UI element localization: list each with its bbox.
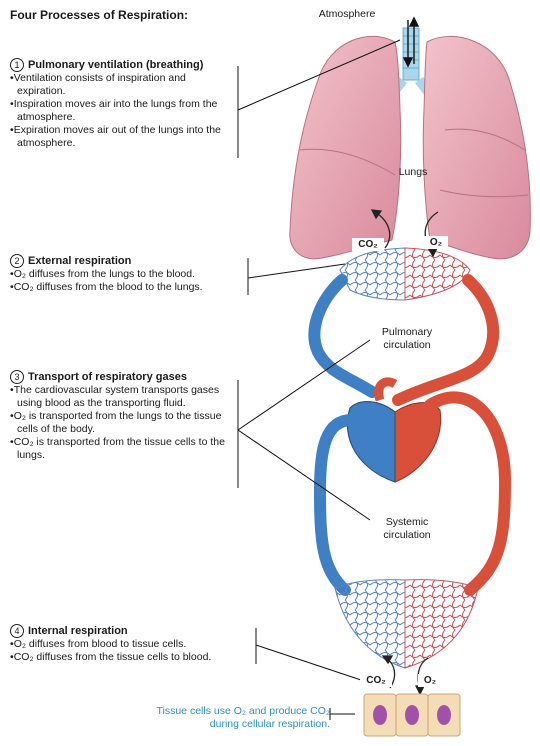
atmosphere-label: Atmosphere: [318, 8, 376, 20]
heart: [346, 377, 442, 483]
airflow-arrows: [402, 16, 420, 68]
bullet: Expiration moves air out of the lungs in…: [10, 124, 235, 150]
step-heading: Internal respiration: [28, 624, 128, 637]
step-external-respiration: 2 External respiration O₂ diffuses from t…: [10, 254, 250, 294]
pulmonary-artery: [308, 274, 378, 398]
systemic-vein: [313, 414, 358, 596]
bullet: CO₂ diffuses from the blood to the lungs…: [10, 281, 250, 294]
step-gas-transport: 3 Transport of respiratory gases The card…: [10, 370, 235, 462]
step-internal-respiration: 4 Internal respiration O₂ diffuses from b…: [10, 624, 260, 664]
systemic-artery: [424, 391, 512, 596]
step-pulmonary-ventilation: 1 Pulmonary ventilation (breathing) Venti…: [10, 58, 235, 150]
bullet: The cardiovascular system transports gas…: [10, 384, 235, 410]
bullet: O₂ diffuses from the lungs to the blood.: [10, 268, 250, 281]
step-heading: Pulmonary ventilation (breathing): [28, 58, 204, 71]
o2-label-tissue: O₂: [418, 674, 442, 687]
bullet: CO₂ is transported from the tissue cells…: [10, 436, 235, 462]
right-lung: [422, 35, 531, 260]
bullet: Ventilation consists of inspiration and …: [10, 72, 235, 98]
bullet: CO₂ diffuses from the tissue cells to bl…: [10, 651, 260, 664]
systemic-capillary-bed: [334, 579, 479, 669]
step-number: 4: [10, 624, 24, 638]
left-lung: [289, 35, 402, 260]
tissue-cells-caption: Tissue cells use O₂ and produce CO₂ duri…: [156, 705, 330, 730]
page-title: Four Processes of Respiration:: [10, 8, 189, 22]
bullet: Inspiration moves air into the lungs fro…: [10, 98, 235, 124]
lungs-label: Lungs: [398, 166, 428, 178]
tissue-cells: [363, 693, 461, 737]
step-heading: External respiration: [28, 254, 132, 267]
step-number: 3: [10, 370, 24, 384]
step-heading: Transport of respiratory gases: [28, 370, 187, 383]
systemic-circulation-label: Systemic circulation: [383, 516, 431, 541]
step-number: 2: [10, 254, 24, 268]
co2-label-lungs: CO₂: [352, 238, 384, 251]
o2-label-lungs: O₂: [424, 236, 448, 249]
co2-label-tissue: CO₂: [360, 674, 392, 687]
bullet: O₂ diffuses from blood to tissue cells.: [10, 638, 260, 651]
pulmonary-vein: [392, 274, 500, 406]
step-number: 1: [10, 58, 24, 72]
bullet: O₂ is transported from the lungs to the …: [10, 410, 235, 436]
pulmonary-capillary-bed: [339, 247, 471, 301]
pulmonary-circulation-label: Pulmonary circulation: [381, 326, 433, 351]
